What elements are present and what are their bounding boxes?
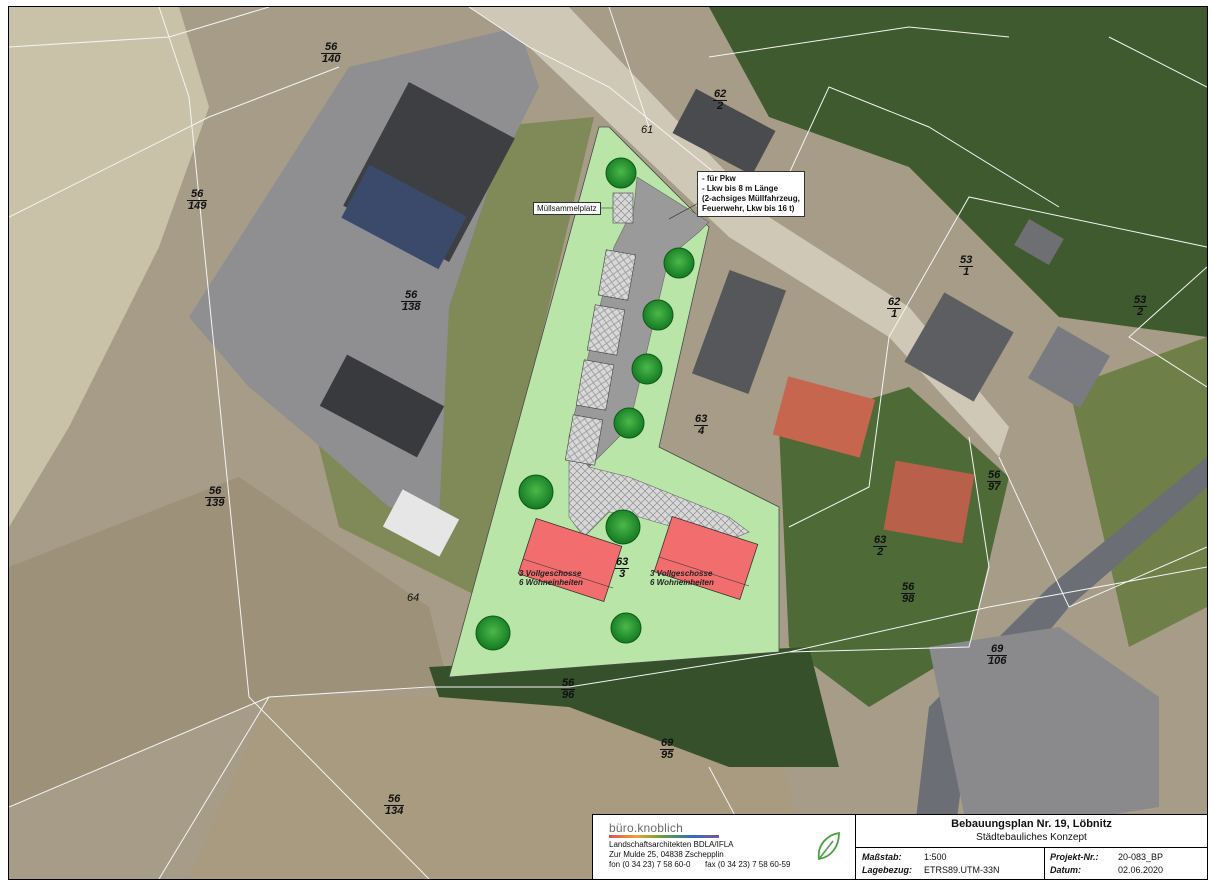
project-title: Bebauungsplan Nr. 19, Löbnitz: [951, 818, 1112, 830]
project-panel: Bebauungsplan Nr. 19, Löbnitz Städtebaul…: [856, 815, 1207, 879]
access-note-line-3: (2-achsiges Müllfahrzeug,: [702, 194, 800, 203]
scale-label: Maßstab:: [862, 852, 902, 862]
planned-building-a: [517, 518, 623, 602]
building-a-floors: 3 Vollgeschosse: [519, 569, 582, 578]
office-phone: fon (0 34 23) 7 58 60-0: [609, 860, 691, 869]
office-address: Zur Mulde 25, 04838 Zschepplin: [609, 850, 724, 859]
access-note-line-4: Feuerwehr, Lkw bis 16 t): [702, 204, 795, 213]
date-label: Datum:: [1050, 865, 1081, 875]
road-north: [469, 7, 1009, 457]
leaf-icon: [817, 831, 840, 861]
info-divider: [1044, 847, 1045, 879]
office-fax: fax (0 34 23) 7 58 60-59: [705, 860, 791, 869]
tree-5: [613, 407, 645, 439]
tree-3: [642, 299, 674, 331]
tree-4: [631, 353, 663, 385]
project-number-label: Projekt-Nr.:: [1050, 852, 1099, 862]
date-value: 02.06.2020: [1118, 865, 1164, 875]
house-east-2: [772, 376, 876, 458]
project-subtitle: Städtebauliches Konzept: [976, 832, 1087, 843]
building-a-text: 3 Vollgeschosse 6 Wohneinheiten: [519, 569, 583, 587]
house-east-6: [1014, 219, 1064, 265]
tree-9: [610, 612, 642, 644]
house-east-3: [883, 460, 975, 544]
tree-6: [518, 474, 554, 510]
field-southwest: [9, 477, 449, 807]
access-note-line-1: - für Pkw: [702, 174, 736, 183]
office-logo: büro.knoblich: [609, 821, 683, 835]
planned-building-b: [653, 516, 759, 600]
forest-east: [779, 387, 1009, 707]
logo-color-bar: [609, 835, 719, 838]
access-note-line-2: - Lkw bis 8 m Länge: [702, 184, 779, 193]
building-hall: [319, 354, 445, 458]
project-number-value: 20-083_BP: [1118, 852, 1164, 862]
reference-value: ETRS89.UTM-33N: [924, 865, 1000, 875]
office-name: Landschaftsarchitekten BDLA/IFLA: [609, 840, 734, 849]
tree-7: [605, 509, 641, 545]
building-a-units: 6 Wohneinheiten: [519, 578, 583, 587]
parcel-number-64: 64: [407, 592, 420, 604]
cadastral-lines: [9, 7, 1207, 879]
site-plan-map[interactable]: [9, 7, 1207, 879]
tree-band-south: [429, 647, 839, 767]
waste-collection-area: [612, 192, 634, 224]
building-b-units: 6 Wohneinheiten: [650, 578, 714, 587]
scale-value: 1:500: [924, 852, 947, 862]
access-note: - für Pkw - Lkw bis 8 m Länge (2-achsige…: [697, 171, 805, 217]
parcel-number-61: 61: [641, 124, 654, 136]
forest-northeast: [709, 7, 1207, 337]
parking-bays: [564, 249, 637, 466]
house-north: [672, 88, 776, 176]
tree-2: [663, 247, 695, 279]
parking-lot: [929, 627, 1159, 837]
title-block: büro.knoblich Landschaftsarchitekten BDL…: [592, 814, 1207, 879]
house-east-5: [1028, 326, 1110, 408]
building-white: [382, 489, 460, 557]
house-east-1: [691, 270, 787, 394]
office-panel: büro.knoblich Landschaftsarchitekten BDL…: [593, 815, 856, 879]
building-b-floors: 3 Vollgeschosse: [650, 569, 713, 578]
green-southeast: [1069, 337, 1207, 647]
title-divider: [856, 847, 1207, 848]
reference-label: Lagebezug:: [862, 865, 913, 875]
house-east-4: [904, 292, 1014, 402]
tree-1: [605, 157, 637, 189]
planned-trees: [475, 157, 695, 651]
building-b-text: 3 Vollgeschosse 6 Wohneinheiten: [650, 569, 714, 587]
bright-field-west: [9, 7, 209, 527]
tree-8: [475, 615, 511, 651]
waste-area-label: Müllsammelplatz: [533, 202, 601, 215]
solar-panels: [341, 164, 467, 270]
